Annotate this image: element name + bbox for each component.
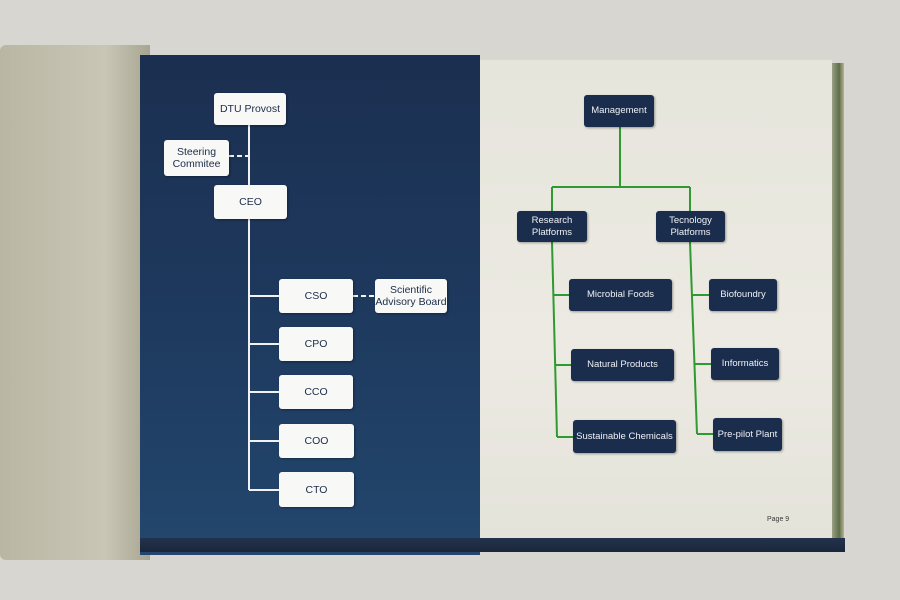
node-label: Microbial Foods — [586, 289, 655, 300]
node-label: DTU Provost — [219, 103, 281, 115]
node-scientific-advisory-board: Scientific Advisory Board — [375, 279, 447, 313]
node-ceo: CEO — [214, 185, 287, 219]
node-label: Natural Products — [587, 359, 658, 370]
node-pre-pilot-plant: Pre-pilot Plant — [713, 418, 782, 451]
node-label: CPO — [304, 338, 328, 350]
node-label: COO — [304, 435, 329, 447]
node-label: Scientific Advisory Board — [375, 284, 447, 308]
node-label: Informatics — [721, 358, 769, 369]
node-label: Sustainable Chemicals — [576, 430, 673, 442]
node-label: Biofoundry — [720, 289, 766, 300]
node-label: CTO — [305, 483, 328, 496]
node-label: Pre-pilot Plant — [717, 428, 778, 440]
node-cso: CSO — [279, 279, 353, 313]
node-steering-committee: Steering Commitee — [164, 140, 229, 176]
node-biofoundry: Biofoundry — [709, 279, 777, 311]
node-technology-platforms: Tecnology Platforms — [656, 211, 725, 242]
page-edge — [832, 63, 844, 543]
node-microbial-foods: Microbial Foods — [569, 279, 672, 311]
page-number: Page 9 — [767, 516, 790, 523]
node-dtu-provost: DTU Provost — [214, 93, 286, 125]
node-informatics: Informatics — [711, 348, 779, 380]
node-label: Research Platforms — [531, 214, 573, 238]
node-cto: CTO — [279, 472, 354, 507]
node-label: CEO — [239, 196, 262, 208]
connector-research-trunk — [551, 241, 558, 438]
node-cpo: CPO — [279, 327, 353, 361]
node-label: CCO — [304, 386, 328, 398]
node-management: Management — [584, 95, 654, 127]
node-research-platforms: Research Platforms — [517, 211, 587, 242]
node-label: CSO — [304, 290, 328, 302]
node-label: Tecnology Platforms — [669, 214, 712, 238]
node-natural-products: Natural Products — [571, 349, 674, 381]
node-coo: COO — [279, 424, 354, 458]
node-cco: CCO — [279, 375, 353, 409]
left-book-page — [0, 45, 150, 560]
node-label: Management — [591, 105, 647, 116]
book-bottom-edge — [140, 538, 845, 552]
node-label: Steering Commitee — [172, 146, 221, 170]
node-sustainable-chemicals: Sustainable Chemicals — [573, 420, 676, 453]
connector-technology-trunk — [689, 241, 698, 435]
